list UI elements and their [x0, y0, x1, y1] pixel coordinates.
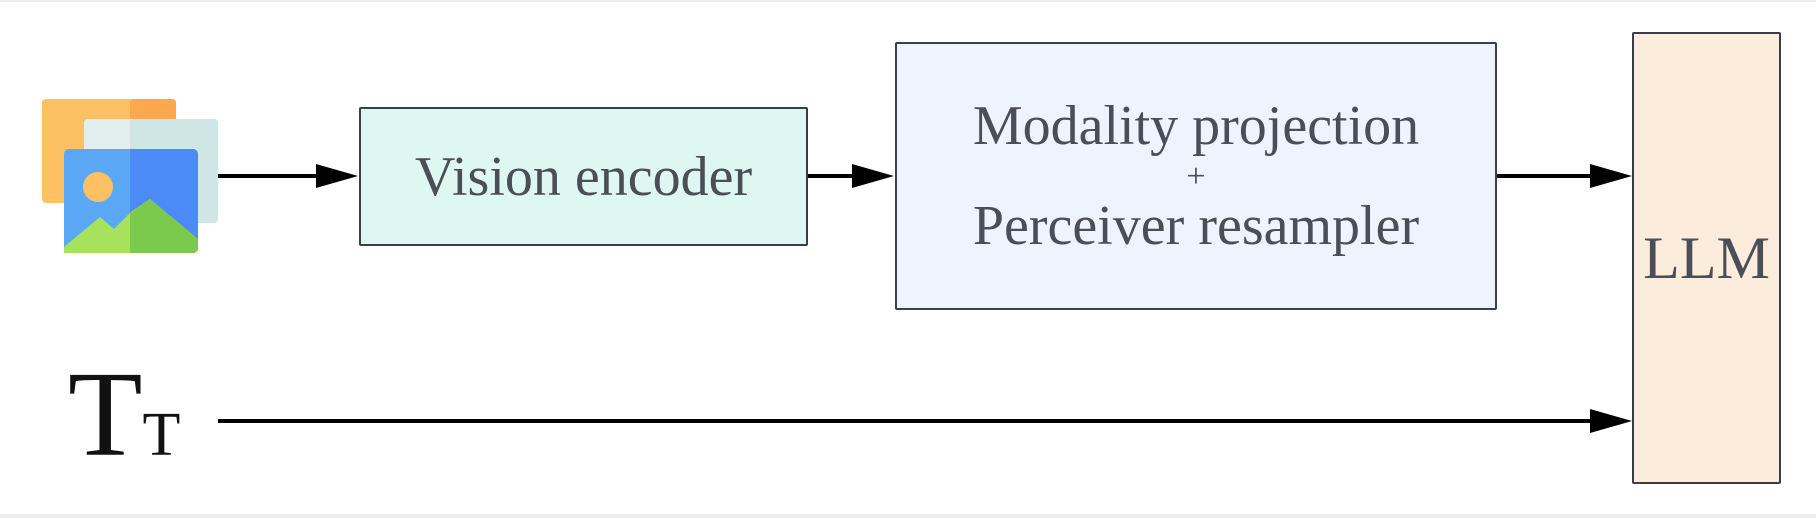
arrow-encoder-to-projection: [808, 164, 894, 188]
vision-encoder-label: Vision encoder: [414, 145, 753, 208]
modality-projection-box: Modality projection + Perceiver resample…: [895, 42, 1497, 310]
text-symbol-small: T: [142, 401, 181, 469]
llm-label: LLM: [1643, 224, 1770, 291]
vision-encoder-box: Vision encoder: [359, 107, 808, 246]
image-stack-icon: [42, 99, 218, 253]
perceiver-resampler-label: Perceiver resampler: [972, 194, 1420, 257]
arrow-text-to-llm: [218, 409, 1632, 433]
arrow-image-to-encoder: [218, 164, 358, 188]
arrow-projection-to-llm: [1497, 164, 1632, 188]
modality-projection-label: Modality projection: [972, 95, 1420, 158]
text-input-symbol: TT: [68, 354, 180, 476]
plus-sign: +: [1186, 158, 1206, 196]
text-symbol-large: T: [68, 347, 143, 482]
llm-box: LLM: [1632, 32, 1781, 484]
